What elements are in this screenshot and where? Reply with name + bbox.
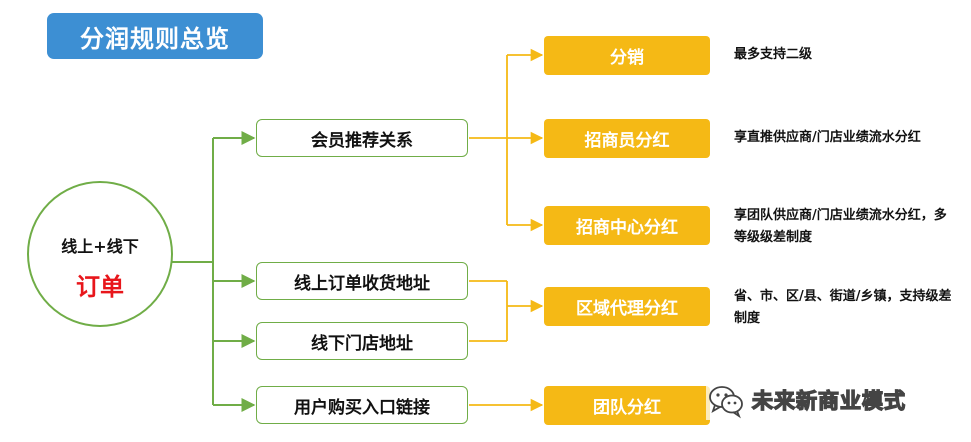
gold-node-recruiter-bonus: 招商员分红 — [544, 119, 710, 158]
mid-node-member-referral: 会员推荐关系 — [256, 119, 468, 157]
gold-node-distribution: 分销 — [544, 36, 710, 75]
page-title: 分润规则总览 — [47, 13, 263, 59]
mid-node-entry-link: 用户购买入口链接 — [256, 386, 468, 424]
watermark: 未来新商业模式 — [706, 380, 906, 420]
origin-node: 线上+线下 订单 — [27, 181, 173, 327]
desc-recruiter-bonus: 享直推供应商/门店业绩流水分红 — [734, 130, 921, 145]
origin-line2: 订单 — [76, 273, 124, 301]
desc-regional-bonus: 省、市、区/县、街道/乡镇，支持级差制度 — [734, 289, 952, 326]
gold-node-center-bonus: 招商中心分红 — [544, 206, 710, 245]
gold-node-regional-bonus: 区域代理分红 — [544, 287, 710, 326]
mid-node-store-address: 线下门店地址 — [256, 322, 468, 360]
watermark-text: 未来新商业模式 — [751, 388, 906, 413]
gold-node-team-bonus: 团队分红 — [544, 386, 710, 425]
origin-line1: 线上+线下 — [61, 237, 139, 256]
desc-center-bonus: 享团队供应商/门店业绩流水分红，多等级级差制度 — [734, 208, 947, 245]
desc-distribution: 最多支持二级 — [734, 47, 813, 62]
mid-node-online-address: 线上订单收货地址 — [256, 262, 468, 300]
wechat-icon — [709, 386, 743, 419]
